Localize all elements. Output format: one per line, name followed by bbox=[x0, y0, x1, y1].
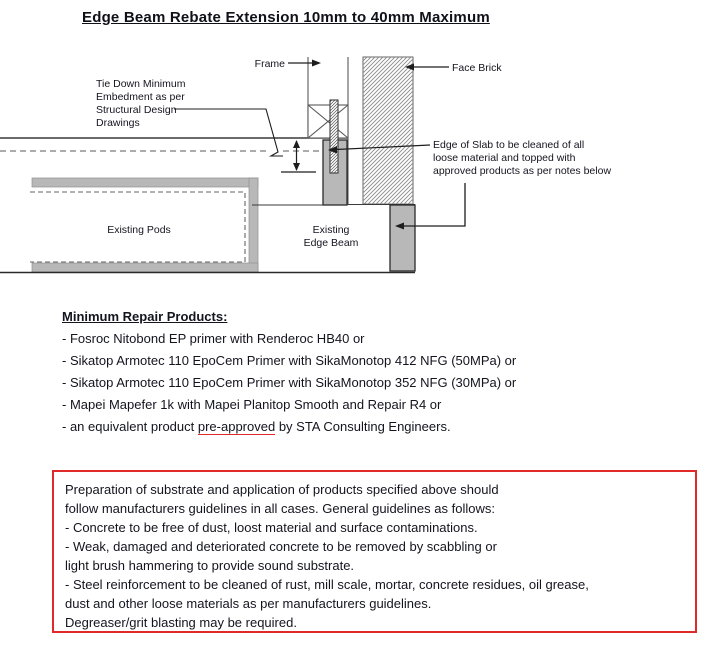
pre-approved-highlight: pre-approved bbox=[197, 419, 276, 435]
brick-support-block bbox=[389, 204, 416, 272]
approved-products-leader bbox=[395, 183, 466, 230]
svg-text:Existing: Existing bbox=[313, 224, 350, 236]
svg-text:Tie Down Minimum: Tie Down Minimum bbox=[96, 78, 186, 90]
prep-note-line: - Weak, damaged and deteriorated concret… bbox=[65, 539, 497, 554]
face-brick-label: Face Brick bbox=[452, 62, 502, 74]
repair-products-section: Minimum Repair Products: - Fosroc Nitobo… bbox=[62, 306, 682, 438]
svg-text:Edge Beam: Edge Beam bbox=[304, 237, 359, 249]
existing-pods-label: Existing Pods bbox=[107, 224, 171, 236]
prep-note-line: light brush hammering to provide sound s… bbox=[65, 558, 355, 573]
face-brick-column bbox=[362, 56, 414, 205]
cross-brace-box bbox=[307, 104, 349, 139]
svg-text:Structural Design: Structural Design bbox=[96, 104, 177, 116]
preparation-note-box: Preparation of substrate and application… bbox=[52, 470, 697, 633]
tie-down-leader bbox=[174, 108, 283, 157]
prep-note-line: Degreaser/grit blasting may be required. bbox=[65, 615, 297, 630]
frame-leader bbox=[288, 59, 321, 67]
existing-edge-beam-label: Existing Edge Beam bbox=[304, 224, 359, 249]
face-brick-leader bbox=[405, 63, 449, 71]
prep-note-line: - Concrete to be free of dust, loost mat… bbox=[65, 520, 478, 535]
page-title: Edge Beam Rebate Extension 10mm to 40mm … bbox=[82, 9, 490, 26]
tie-down-label: Tie Down Minimum Embedment as per Struct… bbox=[96, 78, 186, 129]
equivalent-prefix: - an equivalent product bbox=[62, 419, 198, 434]
frame-label: Frame bbox=[255, 58, 285, 70]
svg-text:Embedment as per: Embedment as per bbox=[96, 91, 185, 103]
prep-note-line: - Steel reinforcement to be cleaned of r… bbox=[65, 577, 589, 592]
equivalent-suffix: by STA Consulting Engineers. bbox=[275, 419, 451, 434]
repair-product-item: - Fosroc Nitobond EP primer with Rendero… bbox=[62, 331, 365, 346]
svg-text:Edge of Slab to be cleaned of: Edge of Slab to be cleaned of all bbox=[433, 139, 584, 151]
repair-products-heading: Minimum Repair Products: bbox=[62, 309, 228, 324]
rebate-depth-dimension bbox=[281, 140, 316, 173]
edge-beam-detail-diagram: Frame Face Brick Tie Down Minimum Embedm… bbox=[0, 56, 611, 274]
repair-product-item: - Mapei Mapefer 1k with Mapei Planitop S… bbox=[62, 397, 442, 412]
existing-pods-outline bbox=[30, 177, 259, 273]
svg-text:Drawings: Drawings bbox=[96, 117, 140, 129]
prep-note-line: dust and other loose materials as per ma… bbox=[65, 596, 432, 611]
edge-of-slab-leader bbox=[328, 144, 431, 154]
repair-product-item: - Sikatop Armotec 110 EpoCem Primer with… bbox=[62, 375, 517, 390]
slab-lines bbox=[0, 137, 348, 152]
prep-note-line: Preparation of substrate and application… bbox=[65, 482, 499, 497]
tie-down-bolt-hatch bbox=[330, 100, 338, 173]
svg-text:loose material and topped with: loose material and topped with bbox=[433, 152, 576, 164]
prep-note-line: follow manufacturers guidelines in all c… bbox=[65, 501, 495, 516]
repair-product-item: - Sikatop Armotec 110 EpoCem Primer with… bbox=[62, 353, 517, 368]
edge-of-slab-label: Edge of Slab to be cleaned of all loose … bbox=[433, 139, 611, 177]
svg-text:approved products as per notes: approved products as per notes below bbox=[433, 165, 611, 177]
repair-product-item-equivalent: - an equivalent product pre-approved by … bbox=[62, 416, 682, 438]
